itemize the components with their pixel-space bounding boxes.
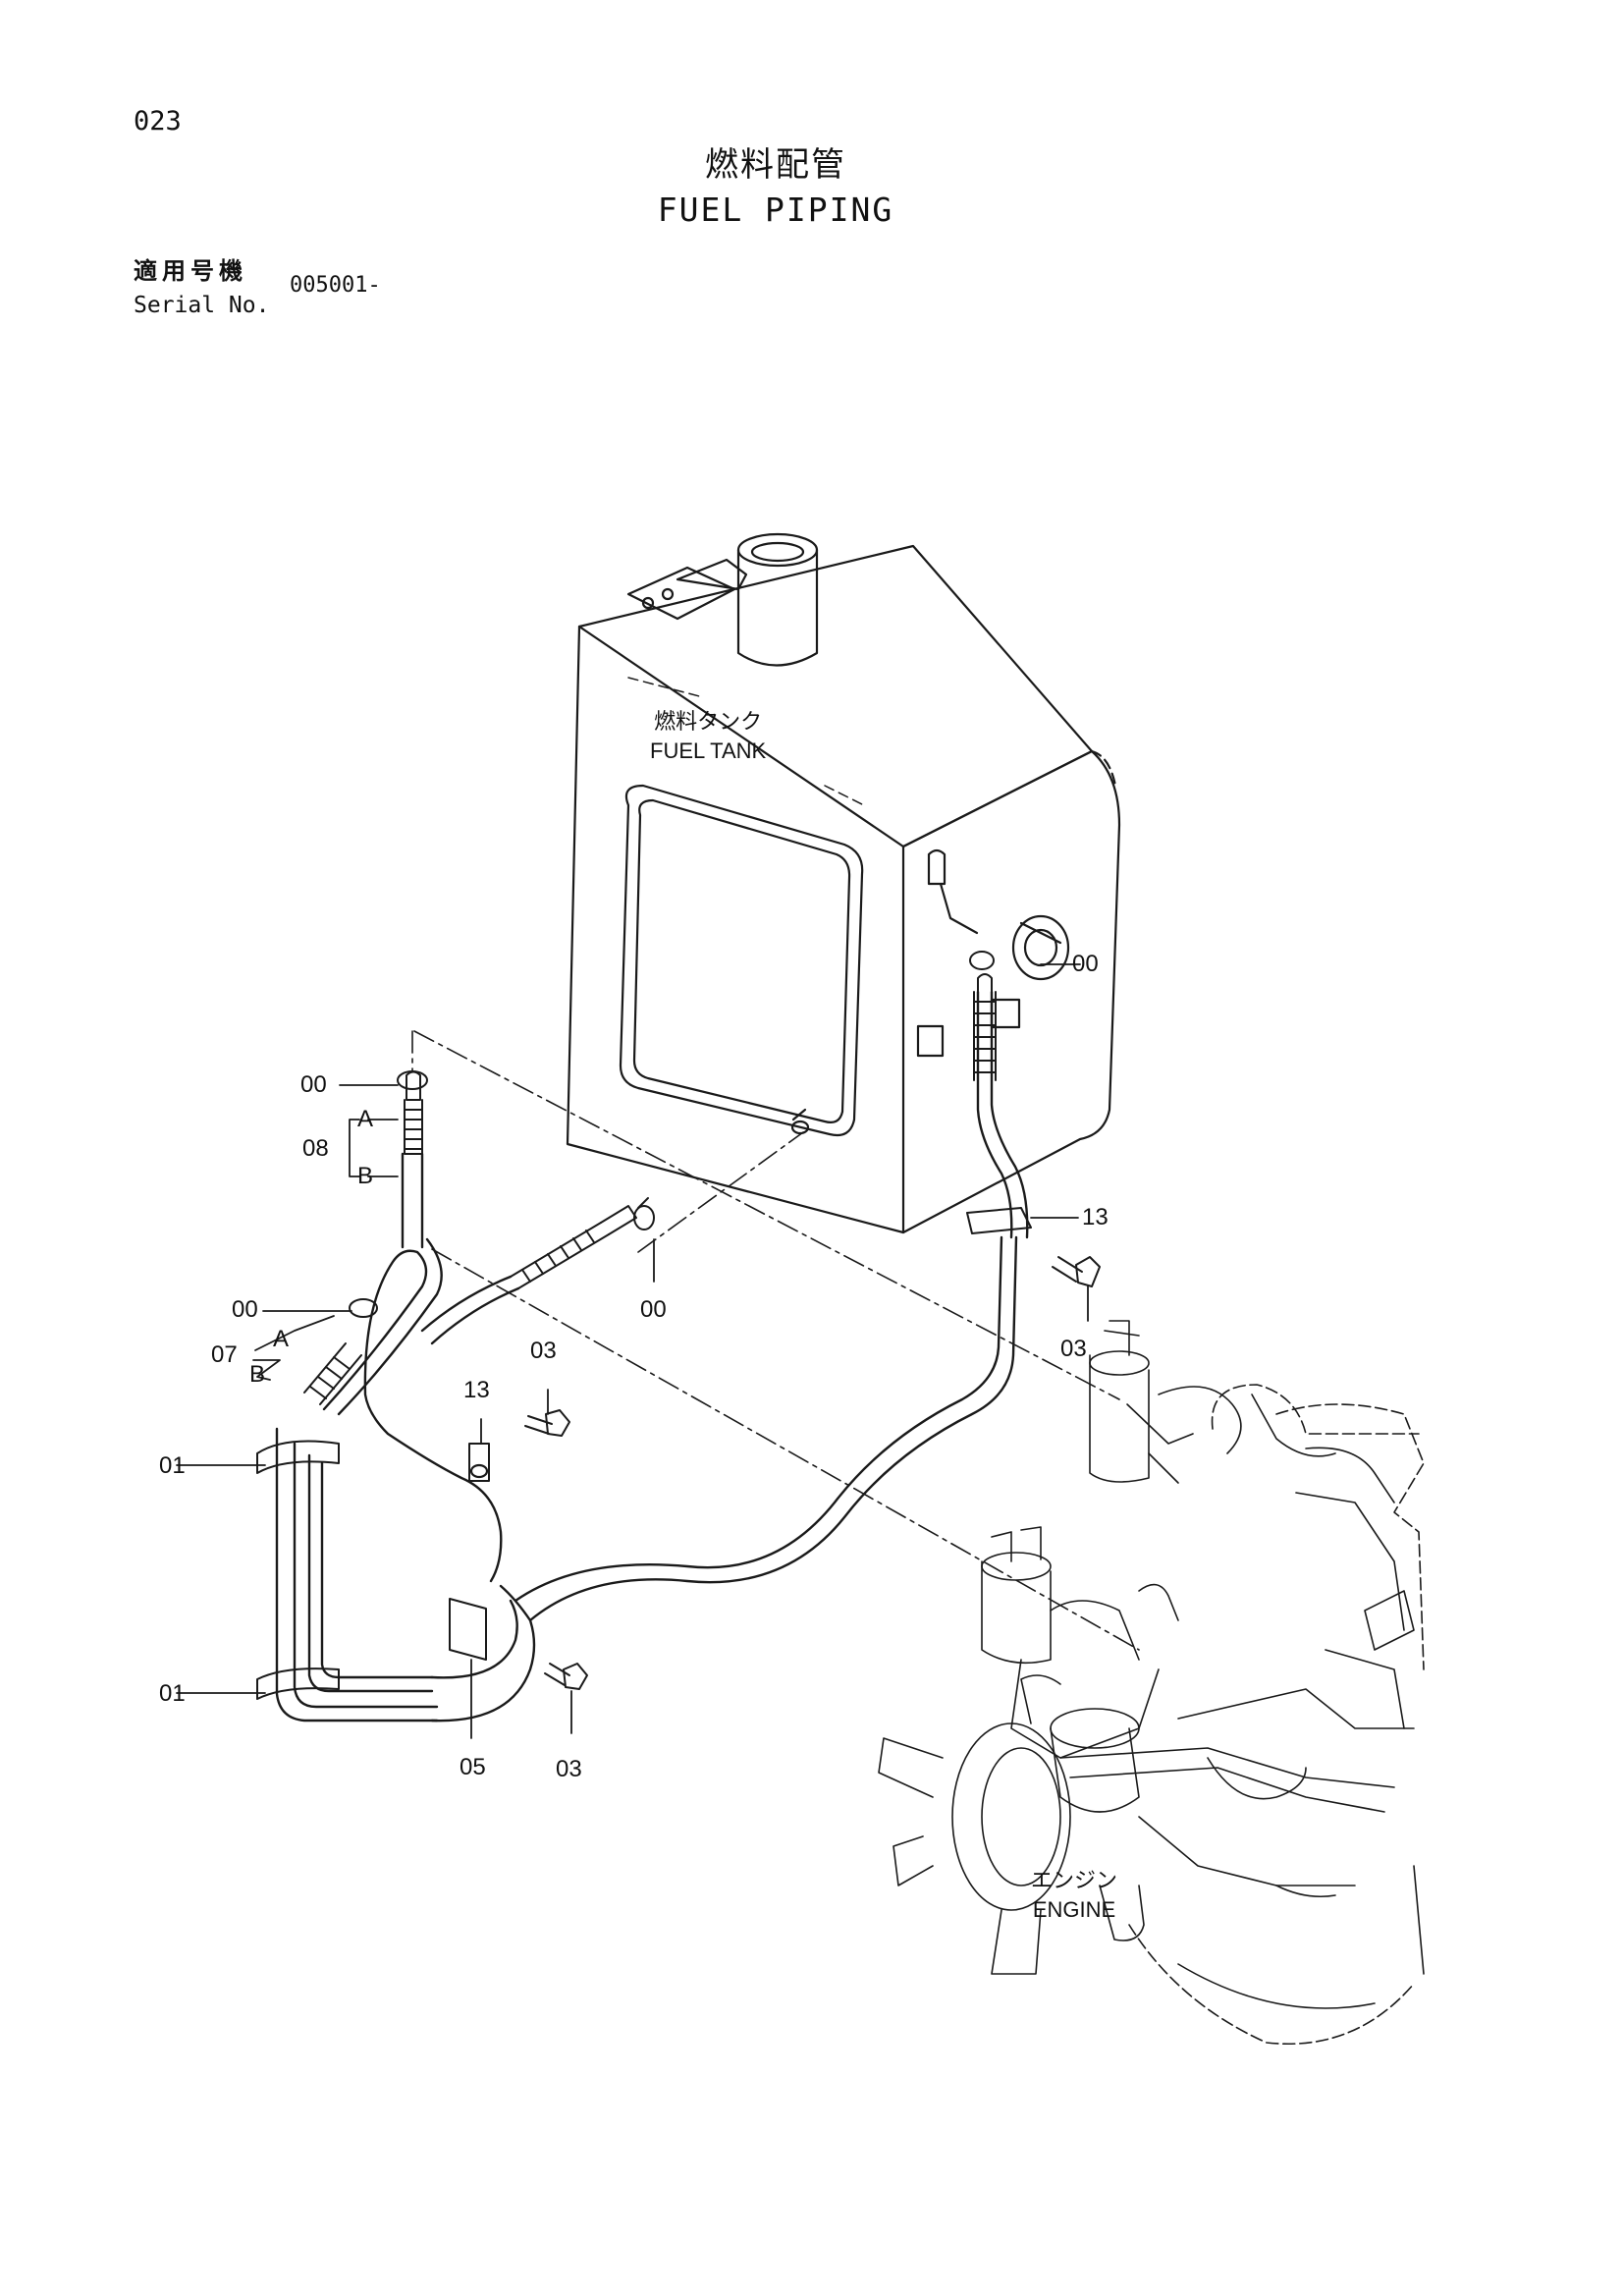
page-title-jp: 燃料配管: [705, 145, 846, 185]
callout-bolt-03-mid: 03: [530, 1338, 557, 1364]
engine-label: エンジン ENGINE: [1031, 1866, 1117, 1925]
callout-bracket-13-right: 13: [1082, 1204, 1109, 1230]
callout-bolt-03-bottom: 03: [556, 1756, 582, 1782]
serial-label-jp: 適用号機: [134, 257, 247, 285]
callout-hose-08-a: A: [357, 1106, 374, 1132]
callout-clamp-top-left: 00: [300, 1071, 327, 1098]
page-title-en: FUEL PIPING: [657, 191, 894, 229]
engine-label-en: ENGINE: [1032, 1897, 1116, 1922]
callout-clip-05: 05: [460, 1754, 486, 1780]
page-number: 023: [134, 106, 182, 137]
callout-hose-08-b: B: [357, 1163, 374, 1189]
callout-clamp-tank: 00: [1072, 951, 1099, 977]
fuel-tank-label-jp: 燃料タンク: [654, 709, 763, 734]
callout-hose-07: 07: [211, 1341, 238, 1368]
fuel-tank-label-en: FUEL TANK: [650, 738, 767, 763]
callout-bolt-03-right: 03: [1060, 1336, 1087, 1362]
serial-value: 005001-: [290, 273, 381, 298]
fuel-tank-drawing: [566, 532, 1121, 1234]
serial-label-en: Serial No.: [134, 293, 270, 318]
callout-clamp-left: 00: [232, 1296, 258, 1323]
callout-bracket-13-mid: 13: [463, 1377, 490, 1403]
engine-label-jp: エンジン: [1031, 1868, 1118, 1892]
callout-band-01-lower: 01: [159, 1680, 186, 1707]
callout-hose-07-b: B: [249, 1361, 266, 1388]
engine-drawing: [878, 1320, 1425, 2046]
fuel-tank-label: 燃料タンク FUEL TANK: [650, 707, 766, 766]
callout-hose-08: 08: [302, 1135, 329, 1162]
callout-hose-07-a: A: [273, 1326, 290, 1352]
callout-band-01-upper: 01: [159, 1452, 186, 1479]
callout-clamp-mid: 00: [640, 1296, 667, 1323]
